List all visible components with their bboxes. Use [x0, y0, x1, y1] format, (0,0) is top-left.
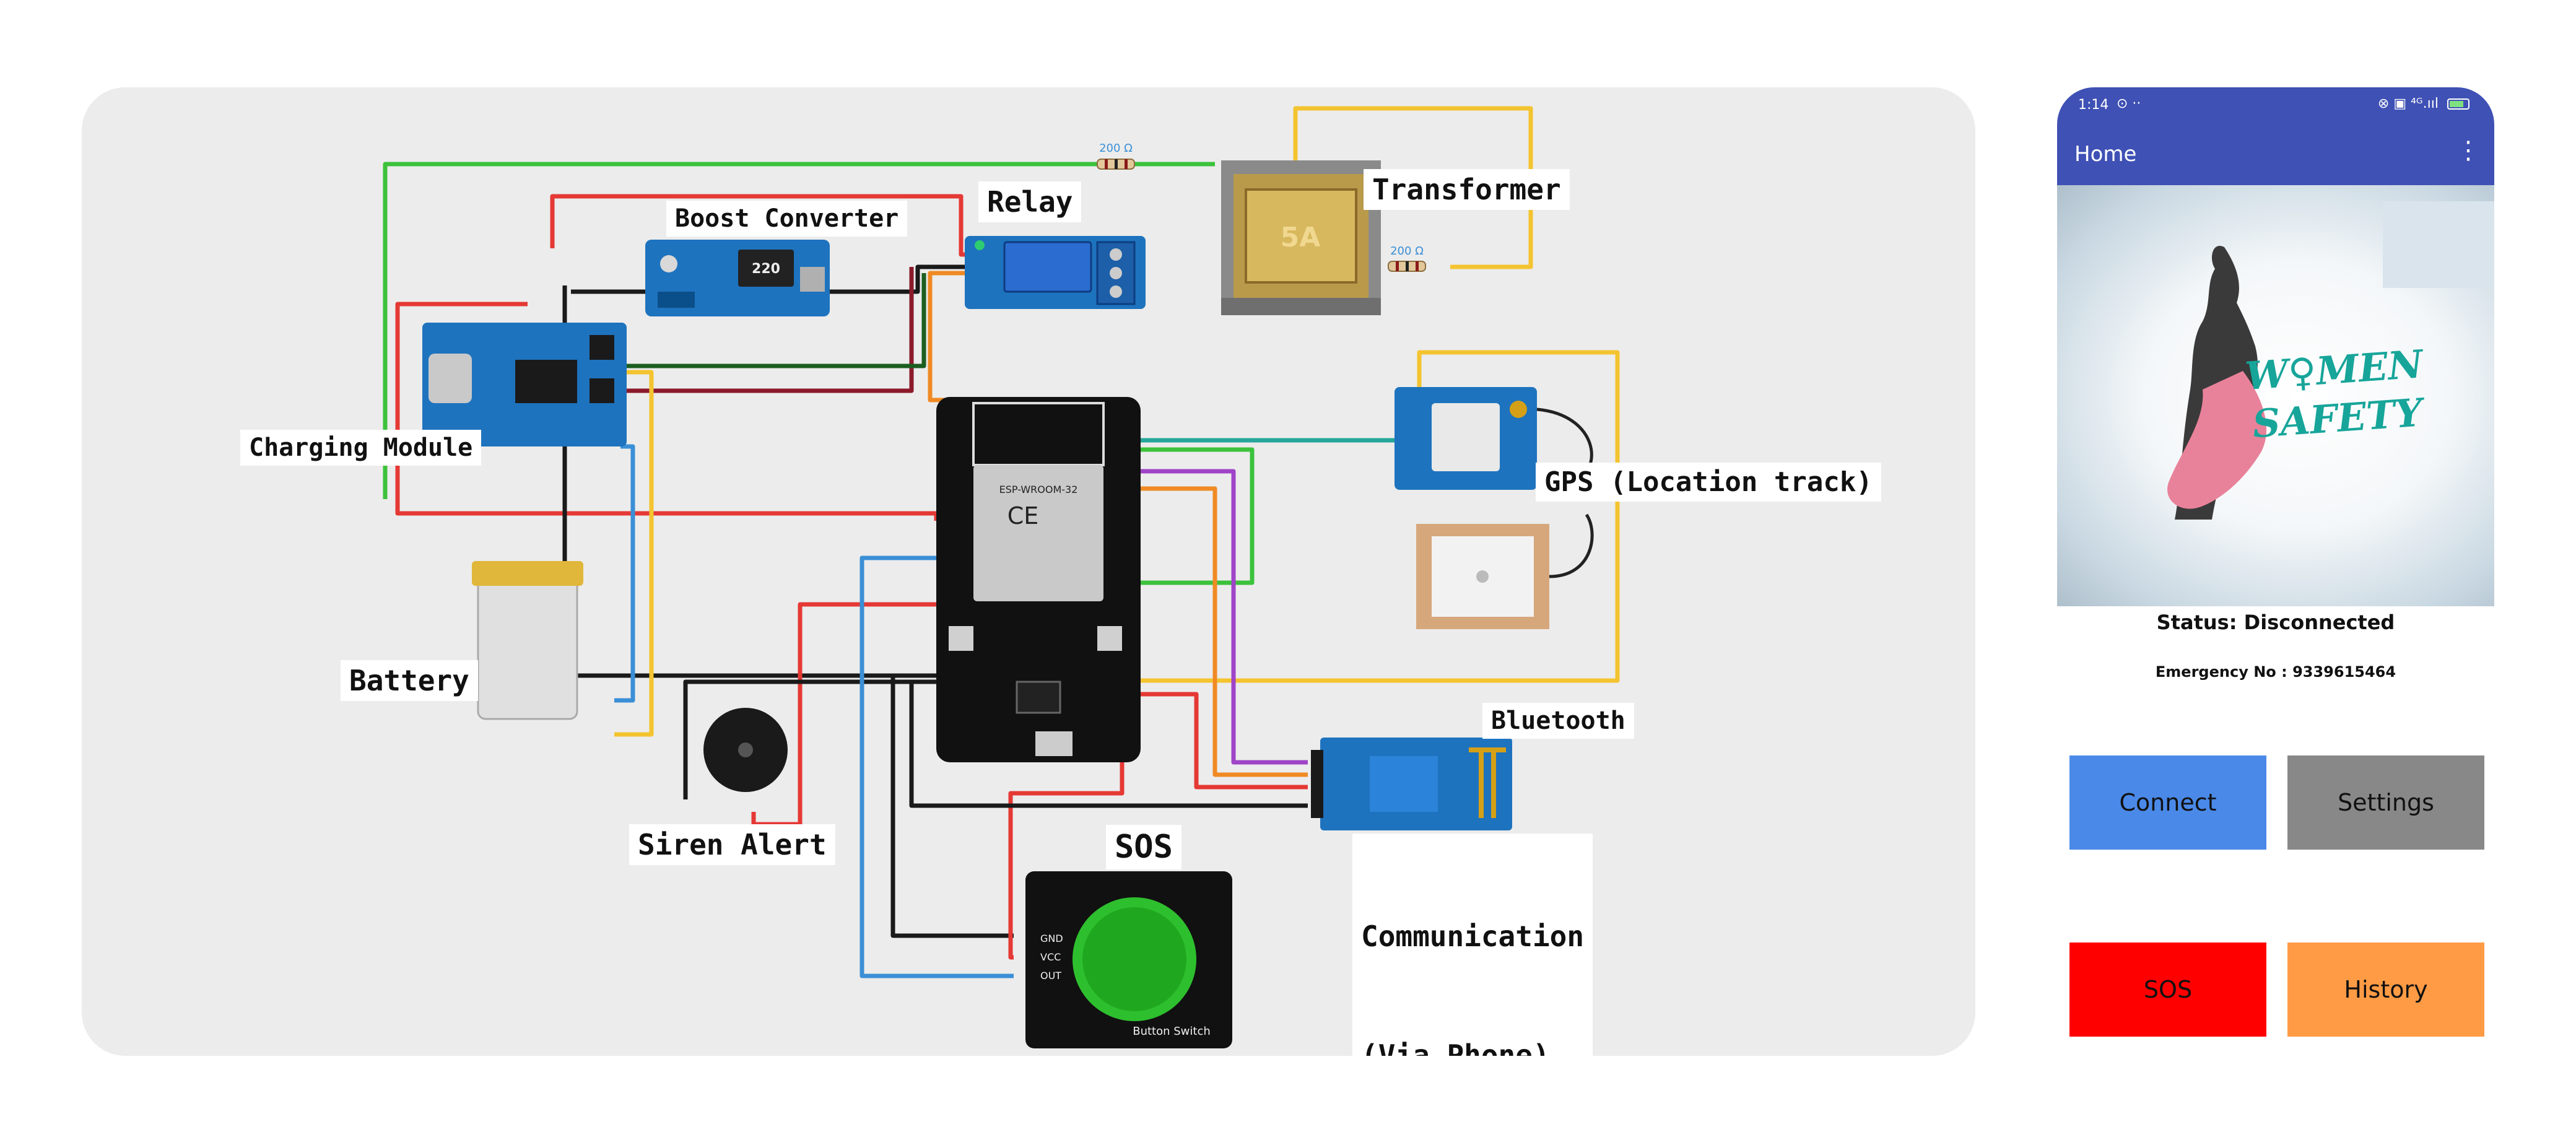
label-boost-converter: Boost Converter	[666, 201, 908, 237]
wire-blue-charging	[614, 444, 635, 703]
wire-green-gps	[1141, 447, 1255, 585]
svg-text:200 Ω: 200 Ω	[1099, 142, 1133, 155]
logo-mask-overlay	[2383, 201, 2494, 288]
svg-text:ESP-WROOM-32: ESP-WROOM-32	[999, 484, 1078, 495]
wire-green-top	[383, 162, 1215, 499]
siren-buzzer	[703, 708, 788, 792]
circuit-diagram-panel: 200 Ω 200 Ω 220	[82, 87, 1975, 1056]
label-sos: SOS	[1106, 825, 1181, 869]
wire-yellow-transformer	[1293, 106, 1533, 269]
label-charging-module: Charging Module	[240, 430, 482, 466]
charging-module	[422, 323, 627, 446]
gps-antenna	[1416, 513, 1594, 629]
label-battery: Battery	[341, 660, 478, 701]
resistor-top: 200 Ω	[1097, 142, 1135, 170]
svg-text:5A: 5A	[1281, 222, 1321, 253]
svg-text:220: 220	[752, 261, 780, 277]
svg-text:200 Ω: 200 Ω	[1390, 245, 1424, 258]
wire-orange-esp	[1141, 486, 1308, 777]
status-right-icons: ⊗ ▣ ⁴ᴳ.ııl	[2377, 96, 2439, 111]
label-communication: Communication (Via Phone)	[1352, 834, 1593, 1056]
wire-yellow-gps	[1134, 350, 1620, 683]
wire-orange-relay	[928, 271, 973, 403]
status-time: 1:14	[2078, 97, 2109, 113]
bluetooth-module	[1311, 738, 1512, 830]
sos-button[interactable]: SOS	[2069, 943, 2266, 1037]
label-transformer: Transformer	[1364, 169, 1570, 210]
connect-button[interactable]: Connect	[2069, 755, 2266, 850]
wire-black-sos	[890, 676, 1014, 938]
label-gps: GPS (Location track)	[1536, 463, 1881, 502]
transformer: 5A	[1221, 160, 1381, 315]
connection-status: Status: Disconnected	[2156, 611, 2395, 634]
settings-button[interactable]: Settings	[2287, 755, 2484, 850]
resistor-right: 200 Ω	[1388, 245, 1426, 272]
label-communication-line1: Communication	[1361, 920, 1585, 953]
overflow-menu-icon[interactable]: ⋮	[2456, 136, 2481, 165]
wire-yellow-charging	[614, 370, 654, 737]
label-siren-alert: Siren Alert	[629, 824, 835, 865]
esp32-board: ESP-WROOM-32 CE	[936, 397, 1141, 762]
wire-black-siren	[683, 679, 936, 799]
wire-red-siren	[751, 602, 936, 827]
status-left-icons: ⊙ ··	[2117, 96, 2141, 111]
wire-red-bt	[1141, 692, 1308, 790]
sos-button-module: GND VCC OUT Button Switch	[1025, 871, 1232, 1048]
gps-module	[1395, 387, 1593, 490]
women-safety-banner: W♀MEN SAFETY	[2057, 185, 2494, 606]
label-relay: Relay	[978, 181, 1082, 222]
svg-text:GND: GND	[1040, 933, 1063, 944]
boost-converter-module: 220	[645, 240, 830, 316]
battery-icon	[2447, 98, 2469, 110]
battery	[472, 561, 583, 720]
label-bluetooth: Bluetooth	[1482, 703, 1634, 739]
wire-blue-sos	[859, 555, 1014, 978]
svg-text:OUT: OUT	[1040, 970, 1061, 982]
svg-text:CE: CE	[1007, 502, 1039, 529]
label-communication-line2: (Via Phone)	[1361, 1038, 1550, 1056]
circuit-diagram: 200 Ω 200 Ω 220	[383, 106, 1620, 1048]
logo-text: W♀MEN SAFETY	[2240, 340, 2432, 450]
wire-darkgreen-charging	[627, 273, 926, 368]
svg-text:Button Switch: Button Switch	[1133, 1025, 1211, 1038]
page-title: Home	[2074, 142, 2137, 167]
woman-silhouette-icon	[2167, 246, 2267, 520]
wire-dark-red-charging	[627, 267, 914, 393]
app-bar: Home ⋮	[2057, 122, 2494, 185]
status-bar: 1:14 ⊙ ·· ⊗ ▣ ⁴ᴳ.ııl	[2057, 87, 2494, 122]
relay-module	[965, 236, 1146, 309]
wire-purple-esp	[1141, 469, 1308, 765]
history-button[interactable]: History	[2287, 943, 2484, 1037]
wire-black-bt	[909, 682, 1308, 808]
emergency-number: Emergency No : 9339615464	[2155, 663, 2396, 681]
phone-screen: 1:14 ⊙ ·· ⊗ ▣ ⁴ᴳ.ııl Home ⋮ W♀MEN SAFETY…	[2057, 87, 2494, 1056]
svg-text:VCC: VCC	[1040, 951, 1061, 963]
